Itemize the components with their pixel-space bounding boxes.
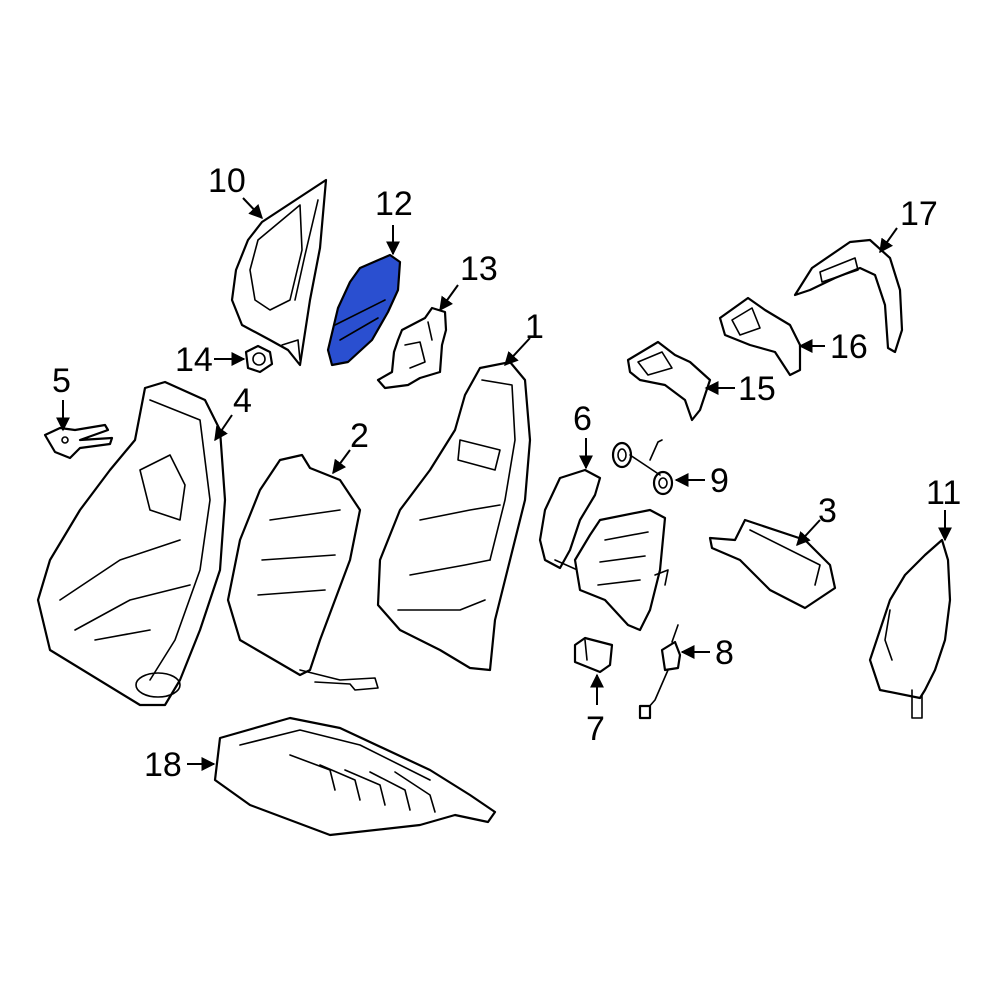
- callout-8-label: 8: [715, 634, 734, 672]
- callout-6: 6: [573, 400, 593, 470]
- callout-16: 16: [798, 328, 868, 366]
- callout-10-label: 10: [208, 162, 246, 200]
- callout-6-label: 6: [573, 400, 592, 438]
- part-10-side-panel[interactable]: [230, 178, 328, 367]
- callout-5: 5: [52, 362, 71, 432]
- callout-12: 12: [375, 185, 413, 256]
- part-13-bracket[interactable]: [376, 306, 448, 390]
- callout-4-label: 4: [233, 382, 252, 420]
- callout-13-label: 13: [460, 250, 498, 288]
- callout-4: 4: [214, 382, 252, 442]
- callout-1: 1: [504, 308, 544, 367]
- callout-15: 15: [704, 370, 776, 408]
- part-3-bolster-pad[interactable]: [708, 518, 837, 610]
- callout-2: 2: [332, 417, 369, 475]
- part-15-bracket[interactable]: [626, 340, 712, 422]
- callout-17: 17: [879, 195, 938, 254]
- part-5-clip[interactable]: [43, 423, 114, 460]
- part-2-seat-back-pad[interactable]: [226, 453, 379, 691]
- callout-7: 7: [586, 673, 605, 748]
- callout-9-label: 9: [710, 462, 729, 500]
- part-11-side-cover[interactable]: [868, 538, 952, 719]
- callout-16-label: 16: [830, 328, 868, 366]
- callout-17-label: 17: [900, 195, 938, 233]
- callout-3-label: 3: [818, 492, 837, 530]
- part-1-seat-back-frame[interactable]: [376, 360, 532, 672]
- callout-9: 9: [674, 462, 729, 500]
- part-18-seat-cushion[interactable]: [213, 716, 497, 837]
- callout-11-label: 11: [926, 474, 961, 512]
- part-7-module[interactable]: [573, 636, 614, 674]
- part-17-upper-trim[interactable]: [793, 238, 904, 354]
- callout-14-label: 14: [175, 341, 213, 379]
- callout-18-label: 18: [144, 746, 182, 784]
- part-4-seat-back-cover[interactable]: [36, 380, 227, 707]
- callout-14: 14: [175, 341, 246, 379]
- callout-12-label: 12: [375, 185, 413, 223]
- callout-2-label: 2: [350, 417, 369, 455]
- callout-8: 8: [680, 634, 734, 672]
- seat-mechanism[interactable]: [573, 508, 669, 632]
- part-14-nut[interactable]: [244, 344, 274, 374]
- callout-7-label: 7: [586, 710, 605, 748]
- part-16-bracket[interactable]: [718, 296, 802, 377]
- callout-18: 18: [144, 746, 216, 784]
- callout-11: 11: [926, 474, 961, 542]
- part-12-back-panel[interactable]: [326, 253, 402, 367]
- part-8-connector[interactable]: [638, 624, 682, 720]
- callout-3: 3: [796, 492, 837, 547]
- callout-1-label: 1: [525, 308, 544, 346]
- callout-15-label: 15: [738, 370, 776, 408]
- part-9-grommets[interactable]: [611, 439, 674, 496]
- callout-13: 13: [439, 250, 498, 312]
- callout-10: 10: [208, 162, 263, 220]
- callout-5-label: 5: [52, 362, 71, 400]
